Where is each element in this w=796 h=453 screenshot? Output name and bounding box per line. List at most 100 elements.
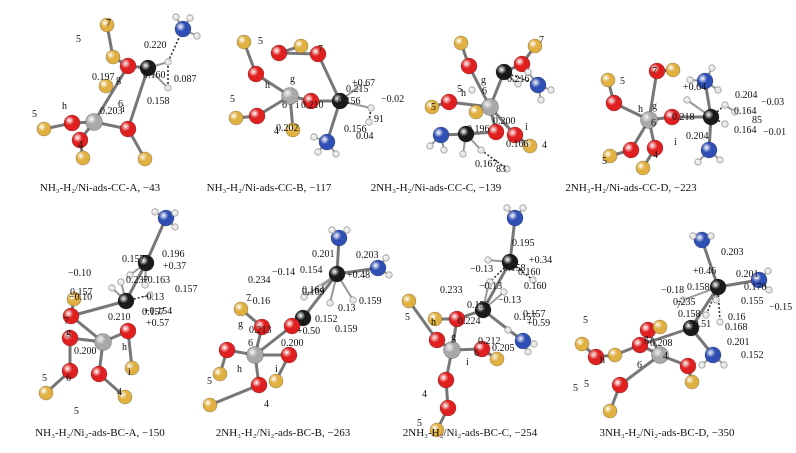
bond-label: 0.212 bbox=[478, 336, 501, 347]
bond-label: 0.152 bbox=[315, 314, 338, 325]
atom-s bbox=[212, 366, 228, 382]
bond-label: 7 bbox=[539, 35, 544, 46]
atom-o bbox=[62, 307, 80, 325]
bond-label: 0.152 bbox=[741, 350, 764, 361]
atom-o bbox=[440, 93, 458, 111]
bond-label: 0.160 bbox=[143, 70, 166, 81]
atom-h bbox=[686, 76, 694, 84]
atoms bbox=[228, 34, 375, 158]
bond-label: 5 bbox=[431, 102, 436, 113]
atom-s bbox=[522, 138, 538, 154]
atom-s bbox=[98, 78, 114, 94]
bond-label: 0.200 bbox=[493, 116, 516, 127]
bond-label: h bbox=[431, 317, 436, 328]
bond-label: +0.67 bbox=[352, 78, 375, 89]
bond-label: 4 bbox=[78, 140, 83, 151]
atom-ni bbox=[481, 98, 499, 116]
atom-h bbox=[537, 96, 545, 104]
bond-label: +0.37 bbox=[163, 261, 186, 272]
bond-label: 5 bbox=[42, 373, 47, 384]
bond-label: +0.46 bbox=[693, 266, 716, 277]
atom-c bbox=[457, 125, 475, 143]
bond-label: 0.202 bbox=[276, 123, 299, 134]
atom-h bbox=[343, 226, 351, 234]
bond-label: 4 bbox=[422, 389, 427, 400]
atom-c bbox=[501, 253, 519, 271]
bond-label: 0.167 bbox=[475, 159, 498, 170]
bond-label: 0.196 bbox=[162, 249, 185, 260]
bond-label: 0.156 bbox=[338, 96, 361, 107]
atom-ni bbox=[85, 113, 103, 131]
atom-h bbox=[328, 226, 336, 234]
atom-c bbox=[137, 254, 155, 272]
atom-o bbox=[437, 371, 455, 389]
atom-s bbox=[105, 49, 121, 65]
atoms bbox=[600, 62, 739, 176]
atom-s bbox=[468, 104, 484, 120]
atom-o bbox=[473, 340, 491, 358]
atom-o bbox=[283, 317, 301, 335]
atom-h bbox=[117, 278, 125, 286]
atom-o bbox=[218, 341, 236, 359]
bond-label: 0.160 bbox=[518, 267, 541, 278]
atom-o bbox=[63, 114, 81, 132]
bond-label: 0.201 bbox=[727, 337, 750, 348]
atom-h bbox=[382, 254, 390, 262]
atom-o bbox=[119, 120, 137, 138]
atom-s bbox=[600, 72, 616, 88]
bond-label: i bbox=[122, 104, 125, 115]
bond-label: 0.208 bbox=[650, 338, 673, 349]
bond-label: 0.234 bbox=[248, 275, 271, 286]
panel-caption: 2NH₃-H₂/Ni₂-ads-BC-C, −254 bbox=[403, 427, 538, 439]
atom-c bbox=[702, 108, 720, 126]
bond-label: 0.164 bbox=[302, 285, 325, 296]
bond-label: 0.203 bbox=[100, 106, 123, 117]
bond-label: g bbox=[116, 74, 121, 85]
bond-label: g bbox=[238, 319, 243, 330]
bond-label: h bbox=[638, 104, 643, 115]
atom-n bbox=[750, 271, 768, 289]
atom-h bbox=[365, 118, 373, 126]
panel-caption: 2NH₃-H₂/Ni₂-ads-BC-B, −263 bbox=[216, 427, 351, 439]
atom-s bbox=[236, 34, 252, 50]
atom-h bbox=[326, 299, 334, 307]
bond bbox=[407, 300, 439, 341]
bond-label: 0.158 bbox=[503, 263, 526, 274]
bond bbox=[482, 308, 524, 343]
bond-label: 5 bbox=[32, 109, 37, 120]
bond-label: 0.158 bbox=[678, 309, 701, 320]
bond-label: 0.157 bbox=[70, 287, 93, 298]
bond-label: g bbox=[652, 101, 657, 112]
atom-o bbox=[513, 55, 531, 73]
atom-c bbox=[474, 301, 492, 319]
atom-o bbox=[71, 131, 89, 149]
bond-label: −0.01 bbox=[763, 127, 786, 138]
atom-h bbox=[332, 150, 340, 158]
bond-label: 5 bbox=[76, 34, 81, 45]
bond-label: 6 bbox=[248, 338, 253, 349]
bond-label: 0.210 bbox=[108, 312, 131, 323]
bond-label: −0.13 bbox=[470, 264, 493, 275]
bond-label: −0.16 bbox=[247, 296, 270, 307]
atom-h bbox=[714, 86, 722, 94]
atom-n bbox=[432, 126, 450, 144]
bond-label: 0.157 bbox=[175, 284, 198, 295]
bond-label: 0.201 bbox=[736, 269, 759, 280]
bond-label: i bbox=[466, 357, 469, 368]
bond-label: +0.34 bbox=[529, 255, 552, 266]
atom-o bbox=[280, 346, 298, 364]
bond bbox=[70, 299, 127, 318]
bond bbox=[700, 239, 720, 288]
bond-label: +0.64 bbox=[683, 82, 706, 93]
atom-s bbox=[66, 291, 82, 307]
bond bbox=[301, 273, 339, 319]
bond-label: 7 bbox=[676, 300, 681, 311]
bond-label: 0.154 bbox=[300, 265, 323, 276]
atom-h bbox=[385, 271, 393, 279]
atom-h bbox=[484, 282, 492, 290]
atom-o bbox=[302, 92, 320, 110]
bond-label: +0.48 bbox=[347, 270, 370, 281]
atom-c bbox=[331, 92, 349, 110]
atom-h bbox=[712, 296, 720, 304]
